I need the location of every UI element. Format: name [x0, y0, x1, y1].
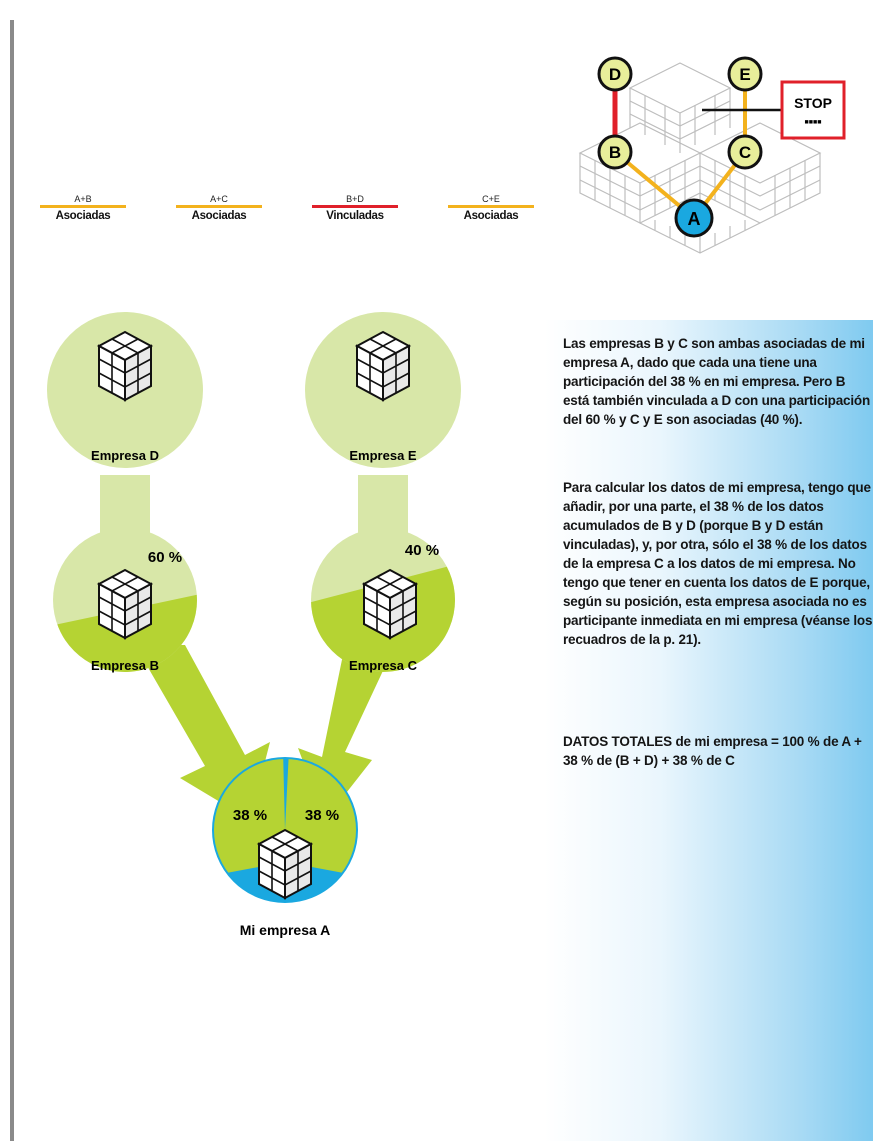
total-data-formula: DATOS TOTALES de mi empresa = 100 % de A…	[563, 732, 873, 770]
building-icon	[357, 332, 409, 400]
legend-line-red	[312, 205, 398, 208]
building-icon	[99, 570, 151, 638]
legend-line-yellow	[176, 205, 262, 208]
company-a-percent-left: 38 %	[233, 807, 267, 824]
node-b: B	[599, 136, 631, 168]
svg-text:D: D	[609, 65, 621, 84]
node-c: C	[729, 136, 761, 168]
participation-flow-diagram: Empresa D Empresa E 60 % Empresa B 40 % …	[0, 300, 545, 1141]
company-b-percent: 60 %	[148, 549, 182, 566]
company-a-label: Mi empresa A	[240, 922, 331, 938]
node-e: E	[729, 58, 761, 90]
company-c-percent: 40 %	[405, 542, 439, 559]
legend-line-yellow	[448, 205, 534, 208]
building-icon	[259, 830, 311, 898]
svg-text:A: A	[688, 209, 701, 229]
company-b-label: Empresa B	[91, 658, 159, 673]
svg-text:E: E	[739, 65, 750, 84]
company-d-node: Empresa D	[47, 312, 203, 468]
company-e-label: Empresa E	[349, 448, 417, 463]
svg-text:B: B	[609, 143, 621, 162]
explanation-paragraph-1: Las empresas B y C son ambas asociadas d…	[563, 334, 873, 429]
legend-code: A+B	[40, 194, 126, 204]
legend-code: A+C	[176, 194, 262, 204]
explanation-paragraph-2: Para calcular los datos de mi empresa, t…	[563, 478, 873, 649]
company-d-label: Empresa D	[91, 448, 159, 463]
legend-label: Vinculadas	[312, 210, 398, 222]
legend-label: Asociadas	[40, 210, 126, 222]
legend-label: Asociadas	[448, 210, 534, 222]
legend-label: Asociadas	[176, 210, 262, 222]
explanation-panel: Las empresas B y C son ambas asociadas d…	[545, 320, 873, 1141]
ownership-structure-diagram: D E B C A STOP ■■■■	[570, 48, 870, 263]
legend-line-yellow	[40, 205, 126, 208]
svg-text:C: C	[739, 143, 751, 162]
company-c-node: 40 % Empresa C	[300, 528, 465, 690]
company-a-percent-right: 38 %	[305, 807, 339, 824]
company-c-label: Empresa C	[349, 658, 418, 673]
stop-sign: STOP ■■■■	[782, 82, 844, 138]
legend-item-c-e: C+E Asociadas	[448, 194, 534, 222]
legend-code: C+E	[448, 194, 534, 204]
stop-label: STOP	[794, 95, 832, 111]
building-icon	[364, 570, 416, 638]
company-e-node: Empresa E	[305, 312, 461, 468]
legend-item-b-d: B+D Vinculadas	[312, 194, 398, 222]
building-icon	[99, 332, 151, 400]
node-d: D	[599, 58, 631, 90]
legend-code: B+D	[312, 194, 398, 204]
node-a: A	[676, 200, 712, 236]
legend-item-a-c: A+C Asociadas	[176, 194, 262, 222]
legend-item-a-b: A+B Asociadas	[40, 194, 126, 222]
stop-sublabel: ■■■■	[805, 119, 822, 126]
